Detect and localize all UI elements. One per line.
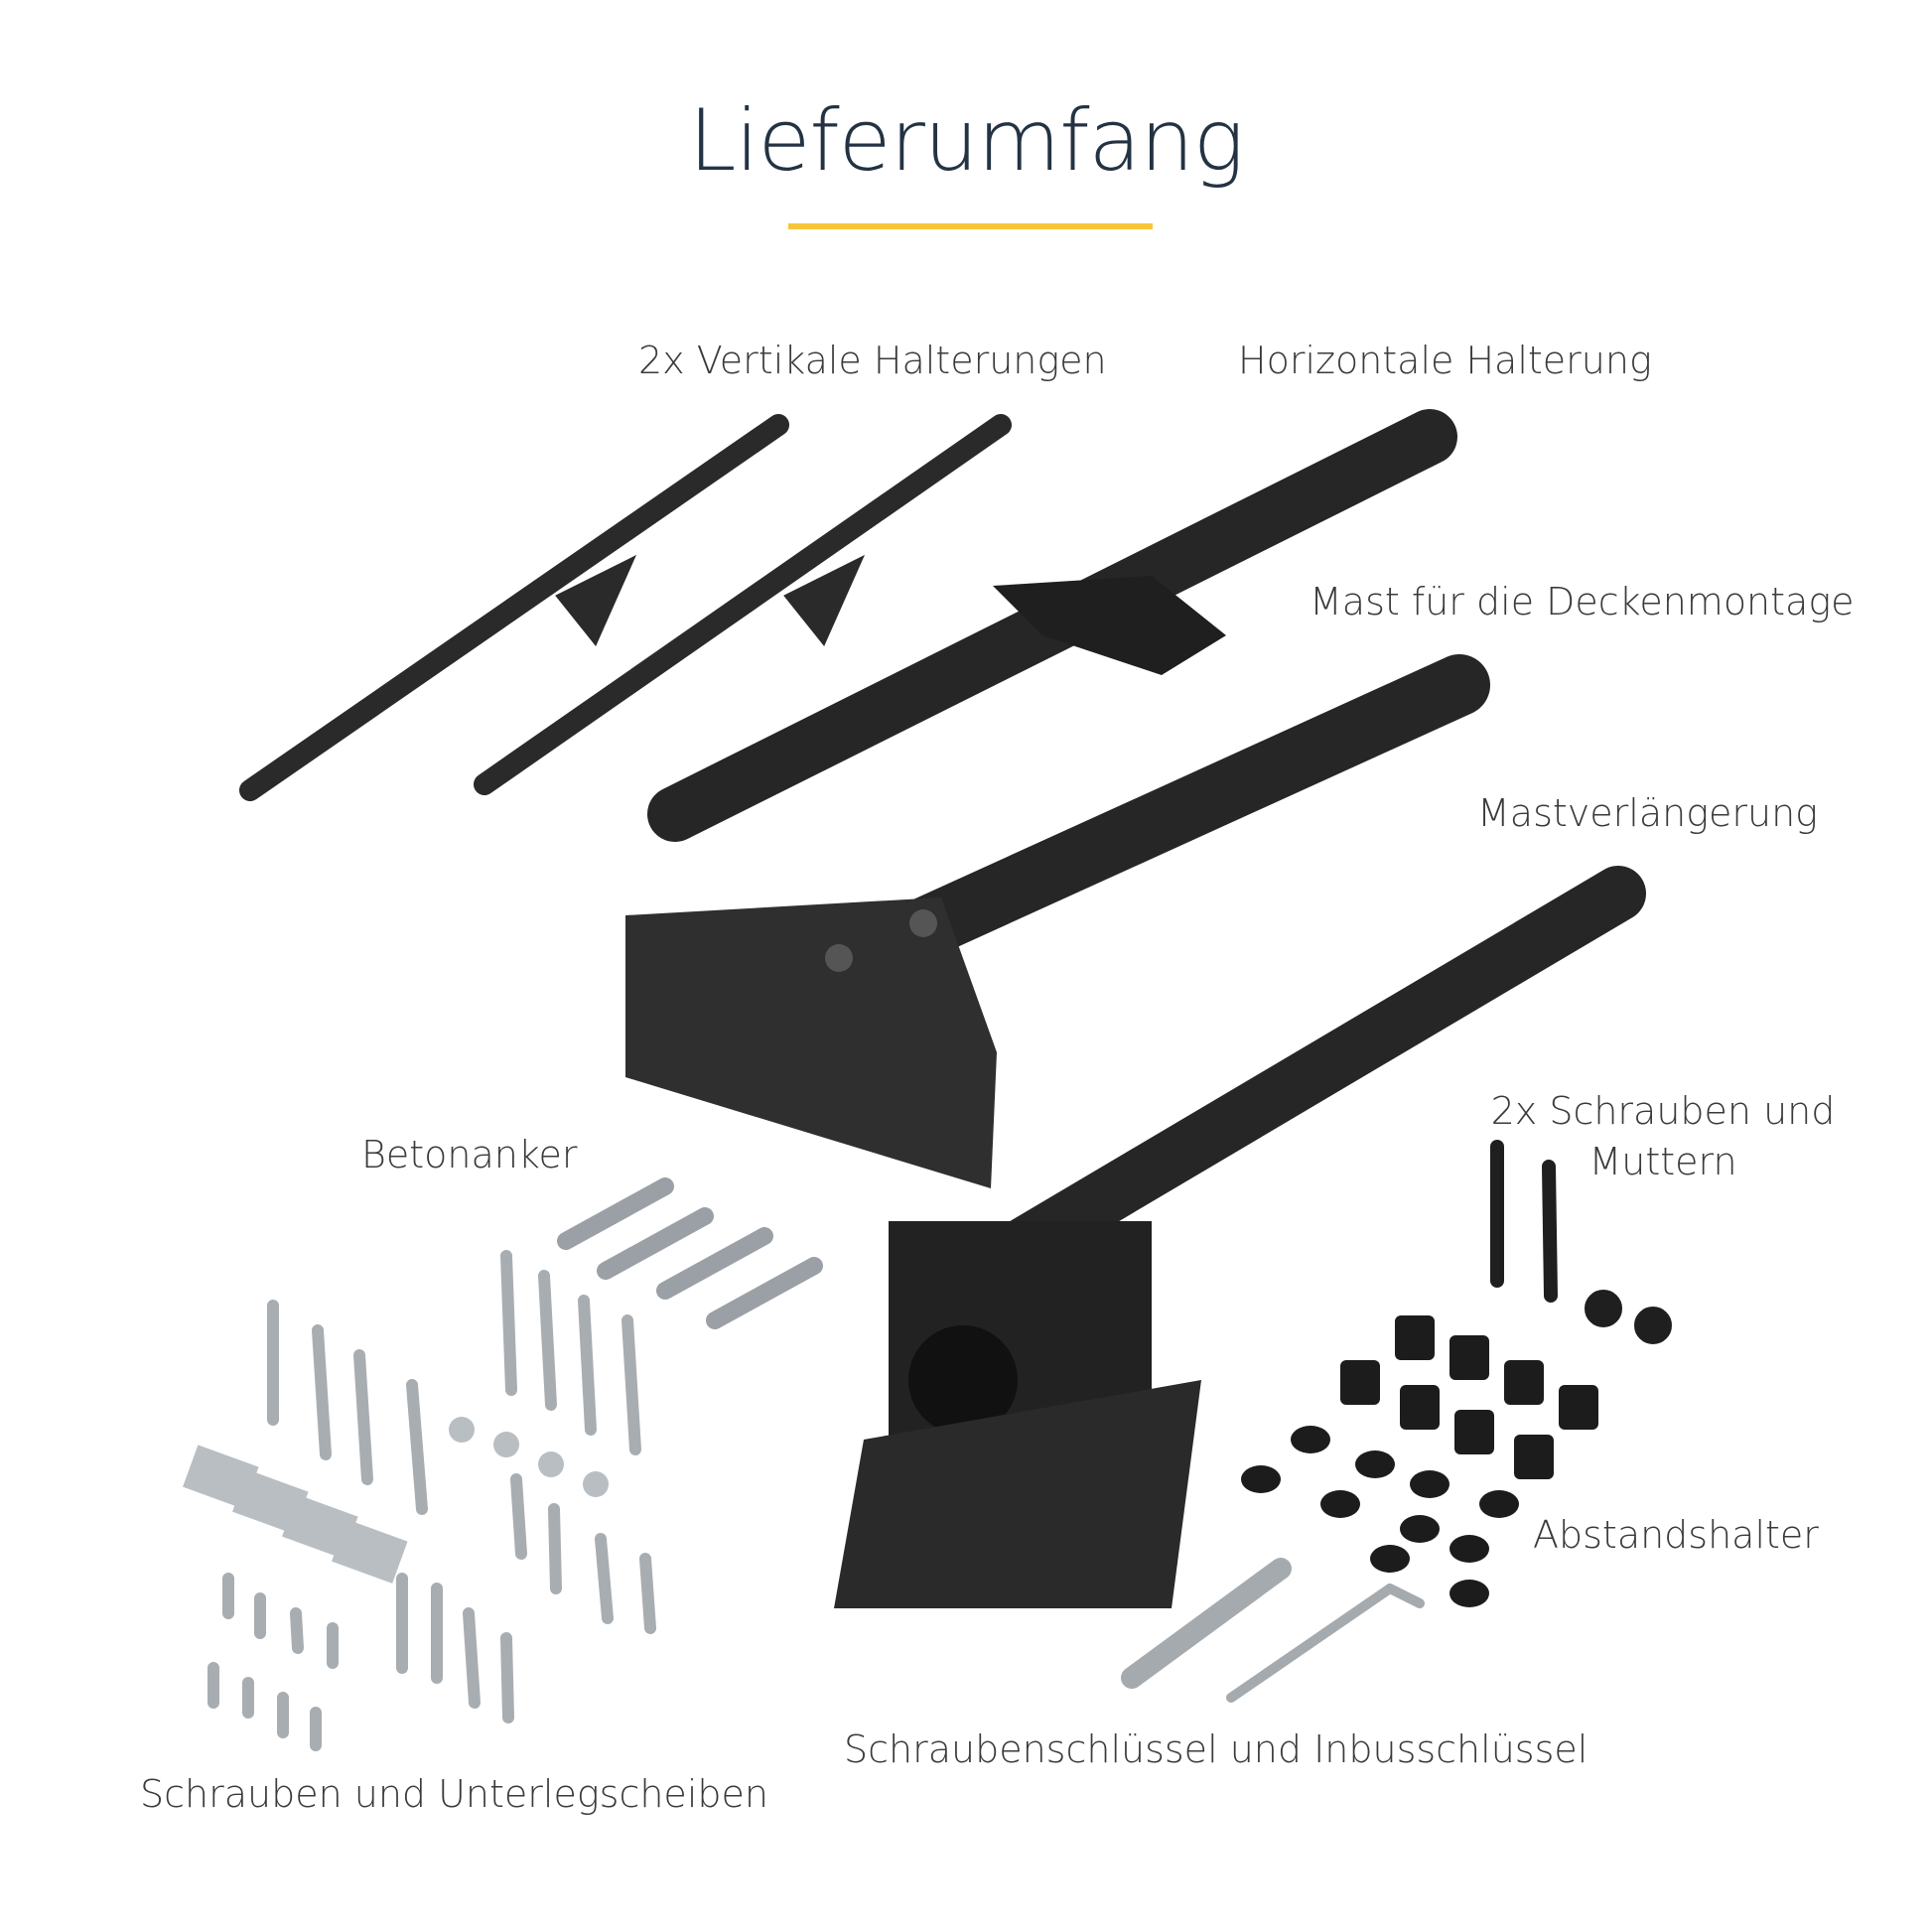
ceiling-mast [625, 654, 1490, 1188]
label-horizontal-bracket: Horizontale Halterung [1238, 339, 1652, 382]
label-mast-extension: Mastverlängerung [1477, 791, 1818, 835]
label-bolts-nuts-line2: Muttern [1588, 1140, 1737, 1183]
label-wrenches: Schraubenschlüssel und Inbusschlüssel [844, 1727, 1588, 1771]
wrench-and-allen-key [1121, 1558, 1425, 1703]
title-underline [788, 223, 1153, 229]
label-concrete-anchors: Betonanker [361, 1133, 578, 1176]
label-screws-washers: Schrauben und Unterlegscheiben [140, 1772, 768, 1816]
vertical-bracket-1 [239, 414, 789, 801]
vertical-bracket-2 [474, 414, 1012, 795]
spacers [1241, 1315, 1598, 1607]
label-spacers: Abstandshalter [1533, 1513, 1819, 1557]
label-vertical-brackets: 2x Vertikale Halterungen [638, 339, 1107, 382]
washers-plates [183, 1417, 609, 1584]
mast-extension [834, 866, 1646, 1608]
horizontal-bracket [647, 409, 1457, 842]
screws [207, 1250, 656, 1751]
concrete-anchors [557, 1177, 823, 1329]
label-ceiling-mast: Mast für die Deckenmontage [1310, 580, 1855, 623]
bolts-and-nuts [1490, 1140, 1672, 1344]
page-title: Lieferumfang [688, 91, 1245, 191]
label-bolts-nuts-line1: 2x Schrauben und [1490, 1089, 1836, 1133]
